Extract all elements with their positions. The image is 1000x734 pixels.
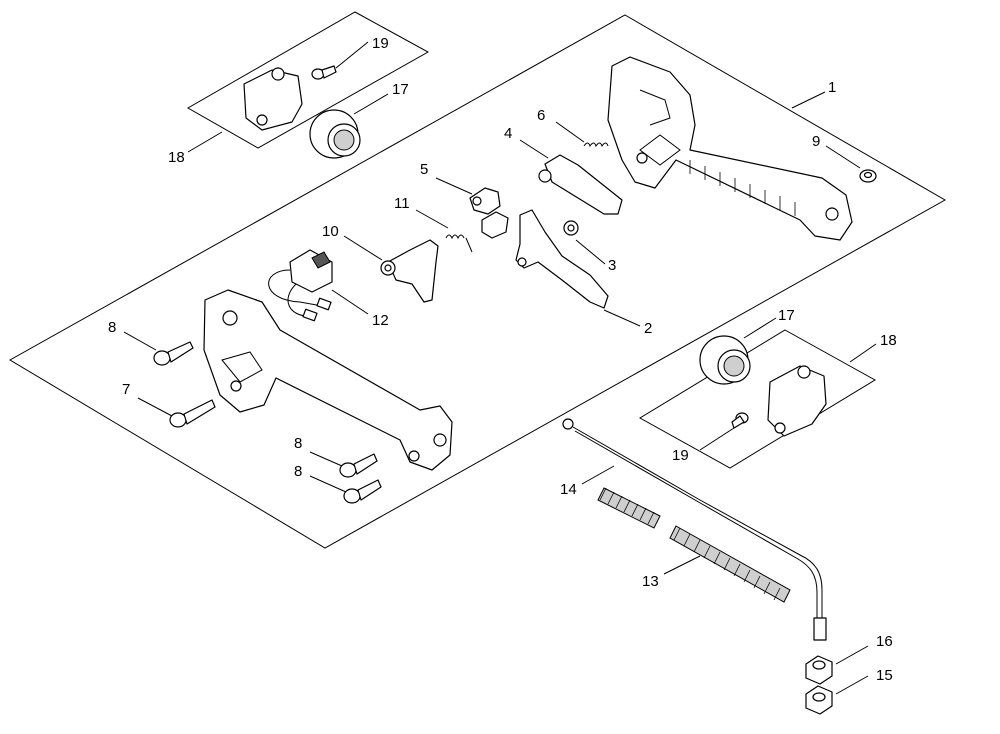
- callout-7: 7: [122, 381, 130, 398]
- main-assembly-outline: [9, 14, 947, 549]
- part-6-spring: [583, 142, 609, 148]
- part-10-lock-lever: [380, 239, 439, 303]
- part-19-screw-right: [731, 412, 749, 429]
- callout-8-c: 8: [294, 463, 302, 480]
- callout-17-top: 17: [392, 81, 409, 98]
- part-16-nut: [805, 655, 833, 685]
- part-13-coil-long: [669, 525, 791, 603]
- callout-16: 16: [876, 633, 893, 650]
- callout-14: 14: [560, 481, 577, 498]
- part-4-lever: [538, 154, 623, 215]
- callout-1: 1: [828, 79, 836, 96]
- callout-6: 6: [537, 107, 545, 124]
- callout-19-top: 19: [372, 35, 389, 52]
- callout-2: 2: [644, 320, 652, 337]
- callout-8-b: 8: [294, 435, 302, 452]
- callout-15: 15: [876, 667, 893, 684]
- part-3-spring: [563, 220, 579, 236]
- front-handle-half: [203, 289, 453, 471]
- part-7-screw: [169, 399, 216, 428]
- part-1-handle-half: [607, 56, 853, 241]
- callout-13: 13: [642, 573, 659, 590]
- part-17-collar-right: [699, 335, 751, 385]
- callout-8-a: 8: [108, 319, 116, 336]
- leader-lines: [123, 41, 877, 695]
- grip-set-outline-right: [639, 329, 876, 469]
- part-13-coil-short: [597, 487, 661, 529]
- part-11-spring: [445, 211, 509, 253]
- part-19-screw-top: [311, 65, 337, 80]
- callout-12: 12: [372, 312, 389, 329]
- callout-4: 4: [504, 125, 512, 142]
- callout-5: 5: [420, 161, 428, 178]
- part-2-trigger: [515, 209, 609, 309]
- callout-3: 3: [608, 257, 616, 274]
- callout-18-right: 18: [880, 332, 897, 349]
- grip-set-outline-top: [186, 11, 430, 149]
- part-17-collar-top: [309, 109, 361, 159]
- callout-9: 9: [812, 133, 820, 150]
- callout-10: 10: [322, 223, 339, 240]
- part-8-screw-b: [339, 453, 378, 478]
- callout-17-right: 17: [778, 307, 795, 324]
- part-18-clamp-top: [243, 67, 303, 131]
- part-9-nut: [859, 169, 877, 183]
- part-5-pin: [469, 187, 501, 215]
- part-12-switch: [268, 249, 333, 322]
- part-8-screw-c: [343, 479, 382, 504]
- part-18-clamp-right: [767, 365, 827, 437]
- callout-11: 11: [394, 195, 410, 212]
- callout-19-right: 19: [672, 447, 689, 464]
- callout-18-top: 18: [168, 149, 185, 166]
- part-15-nut: [805, 685, 833, 715]
- part-14-cable: [562, 418, 827, 641]
- part-8-screw-a: [153, 341, 194, 366]
